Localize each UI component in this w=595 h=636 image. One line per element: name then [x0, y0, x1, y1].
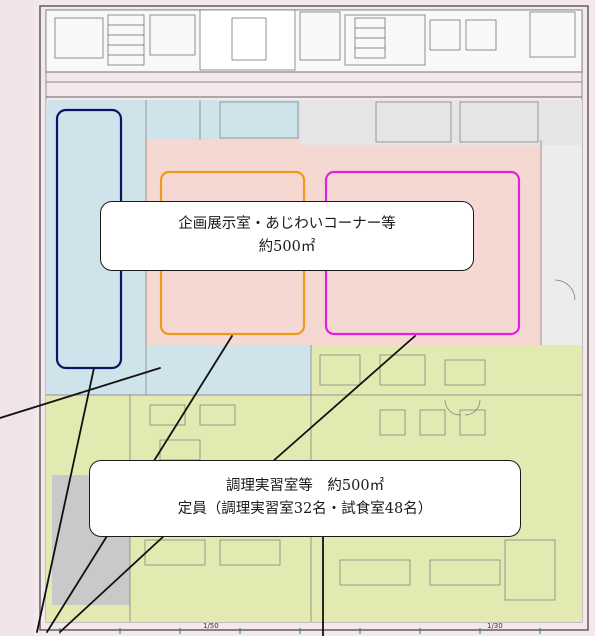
exhibition-callout: 企画展示室・あじわいコーナー等 約500㎡ [100, 201, 474, 271]
scale-note-left: 1/50 [203, 622, 219, 630]
dimension-ticks [59, 628, 541, 634]
cooking-callout-title: 調理実習室等 約500㎡ [225, 478, 385, 494]
cooking-callout: 調理実習室等 約500㎡ 定員（調理実習室32名・試食室48名） [89, 460, 521, 537]
scale-note-right: 1/30 [487, 622, 503, 630]
cooking-callout-capacity: 定員（調理実習室32名・試食室48名） [177, 501, 433, 517]
zone-fills [46, 100, 582, 622]
exhibition-callout-area: 約500㎡ [258, 239, 316, 255]
interior-walls [46, 100, 582, 622]
top-service-block [45, 9, 583, 98]
exhibition-callout-title: 企画展示室・あじわいコーナー等 [178, 216, 396, 232]
